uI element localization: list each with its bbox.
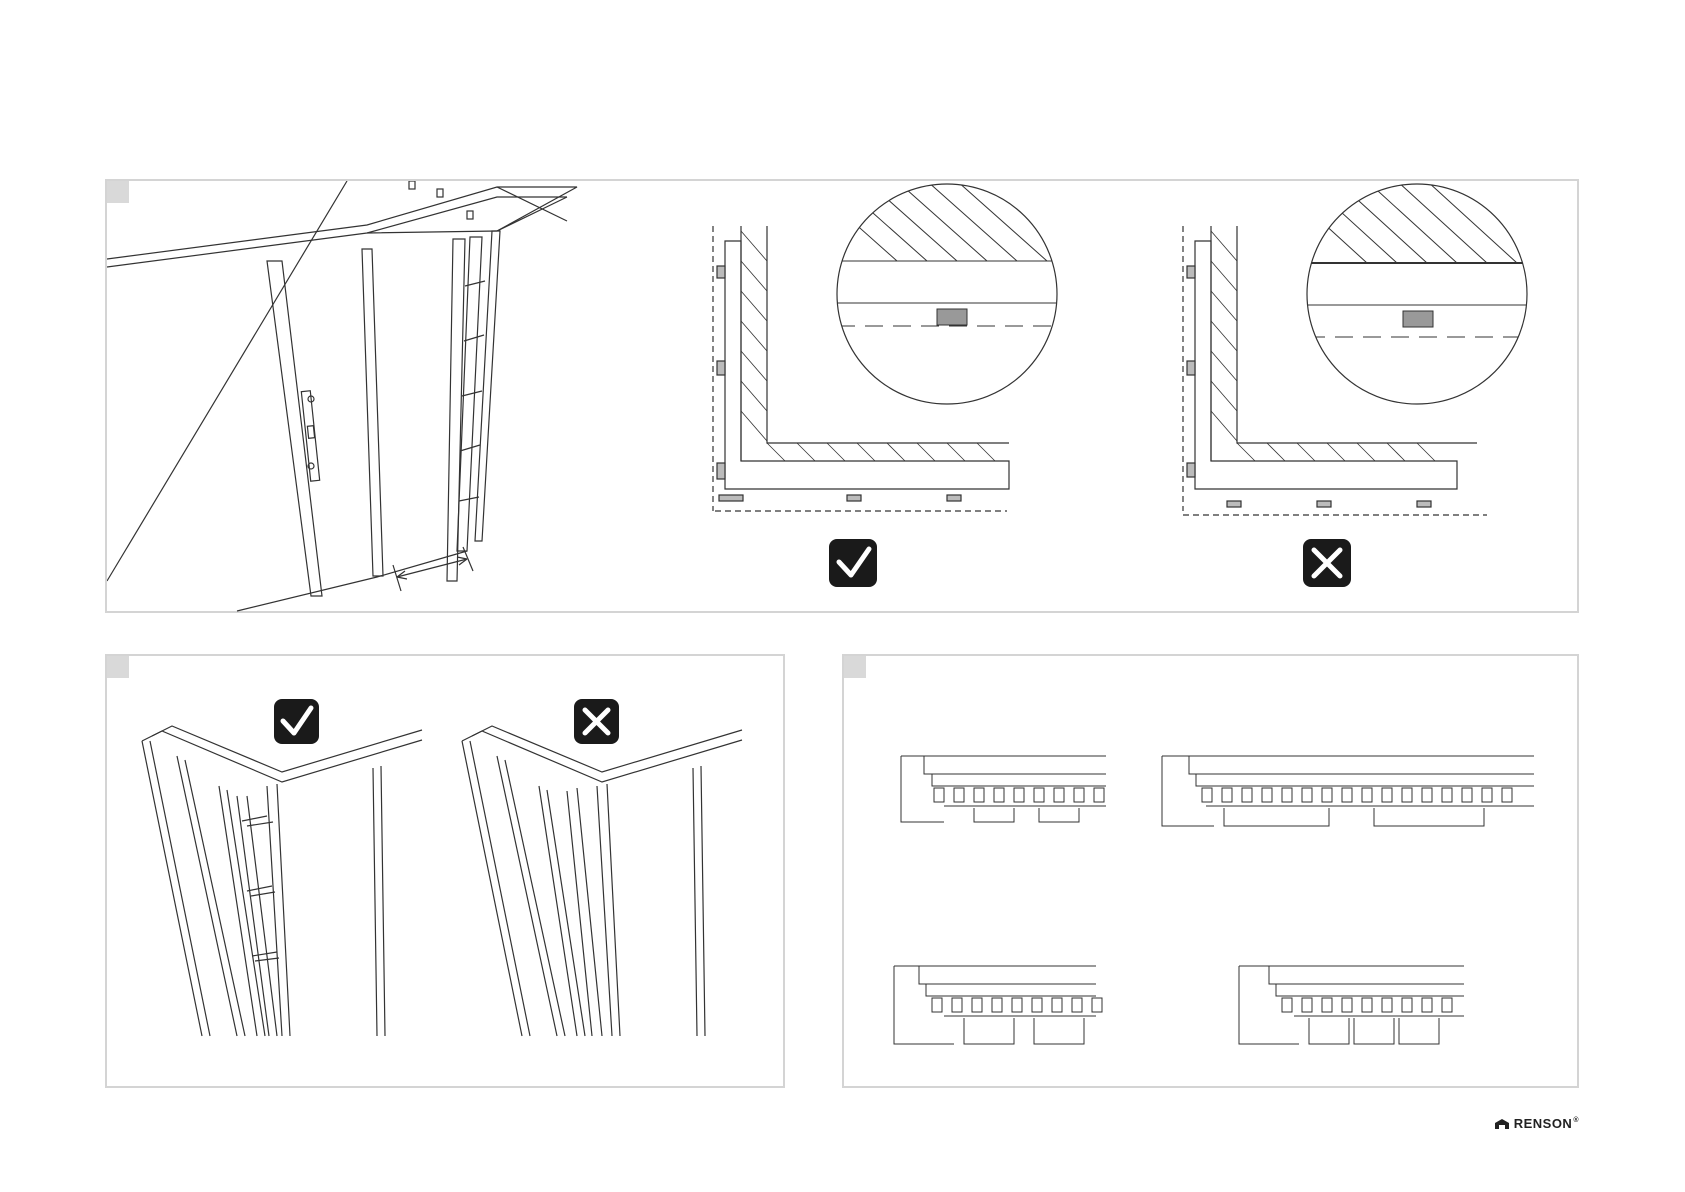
profile-section-2 bbox=[1162, 756, 1534, 826]
correct-corner-drawing bbox=[142, 726, 422, 1036]
incorrect-corner-drawing bbox=[462, 726, 742, 1036]
incorrect-cross-icon bbox=[574, 699, 619, 744]
logo-text: RENSON bbox=[1514, 1116, 1573, 1131]
registered-mark: ® bbox=[1573, 1117, 1579, 1124]
correct-check-icon bbox=[274, 699, 319, 744]
panel-top bbox=[105, 179, 1579, 613]
correct-section-drawing bbox=[713, 226, 1009, 511]
panel-bottom-right bbox=[842, 654, 1579, 1088]
panel-bottom-left bbox=[105, 654, 785, 1088]
renson-logo-icon bbox=[1494, 1118, 1510, 1130]
profile-section-4 bbox=[1239, 966, 1464, 1044]
correct-check-icon bbox=[829, 539, 877, 587]
profile-section-1 bbox=[901, 756, 1106, 822]
incorrect-cross-icon bbox=[1303, 539, 1351, 587]
panel-bottom-right-drawing bbox=[844, 656, 1581, 1090]
profile-section-3 bbox=[894, 966, 1102, 1044]
wall-perspective-drawing bbox=[107, 181, 577, 611]
panel-bottom-left-drawing bbox=[107, 656, 787, 1090]
brand-logo: RENSON® bbox=[1494, 1116, 1579, 1131]
correct-detail-circle bbox=[807, 181, 1077, 404]
incorrect-section-drawing bbox=[1183, 226, 1487, 515]
incorrect-detail-circle bbox=[1277, 181, 1547, 404]
panel-top-drawing bbox=[107, 181, 1581, 615]
